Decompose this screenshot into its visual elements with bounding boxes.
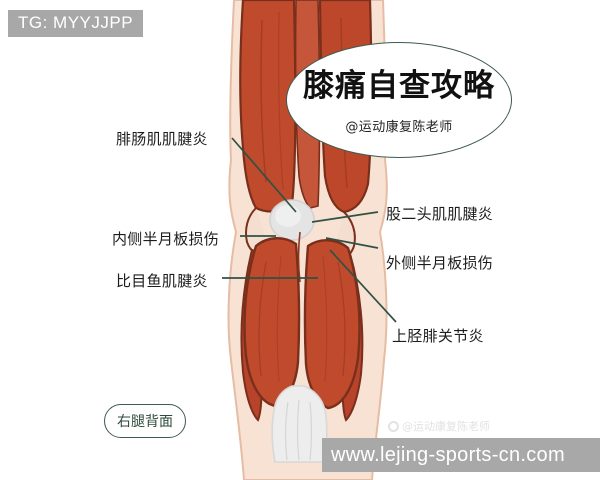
weibo-logo-icon	[388, 420, 399, 432]
knee-joint	[269, 199, 315, 241]
title-bubble: 膝痛自查攻略 @运动康复陈老师	[286, 42, 512, 158]
leader-line-biceps-femoris-tendinitis	[311, 211, 379, 223]
weibo-watermark: @运动康复陈老师	[388, 418, 490, 434]
leader-line-gastrocnemius-tendinitis	[231, 137, 297, 213]
leader-line-proximal-tibiofibular	[329, 249, 397, 323]
callout-soleus-tendinitis: 比目鱼肌腱炎	[116, 272, 208, 290]
leader-line-lateral-meniscus	[325, 237, 379, 249]
callout-proximal-tibiofibular-arthritis: 上胫腓关节炎	[392, 327, 484, 345]
callout-medial-meniscus-injury: 内侧半月板损伤	[112, 230, 220, 248]
site-watermark: www.lejing-sports-cn.com	[322, 438, 600, 472]
page-title: 膝痛自查攻略	[303, 68, 495, 104]
callout-gastrocnemius-tendinitis: 腓肠肌肌腱炎	[116, 130, 208, 148]
view-badge: 右腿背面	[104, 404, 186, 438]
author-handle: @运动康复陈老师	[345, 120, 453, 135]
telegram-watermark: TG: MYYJJPP	[8, 10, 144, 37]
leader-lines	[222, 137, 397, 323]
callout-lateral-meniscus-injury: 外侧半月板损伤	[386, 254, 494, 272]
weibo-handle-text: @运动康复陈老师	[402, 420, 490, 433]
calf-muscle-group	[240, 231, 364, 463]
callout-biceps-femoris-tendinitis: 股二头肌肌腱炎	[386, 205, 494, 223]
